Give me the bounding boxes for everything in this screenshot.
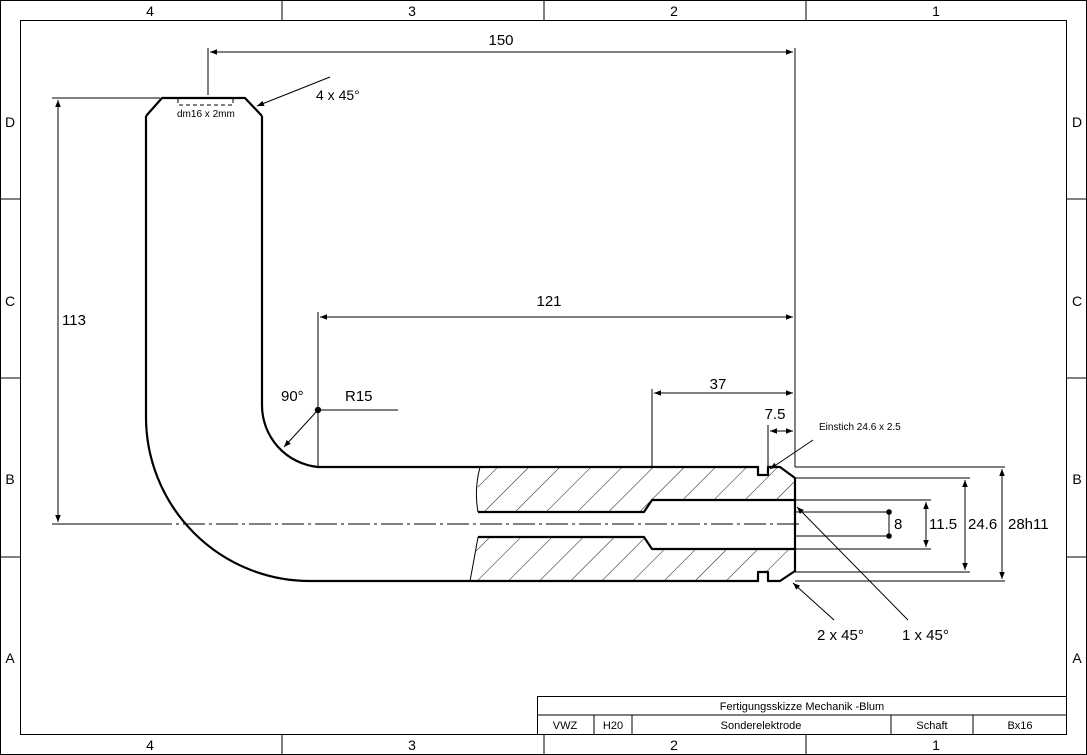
row-label-right: B — [1072, 471, 1081, 487]
dimension-37: 37 — [651, 376, 793, 467]
note-chamfer-2-label: 2 x 45° — [817, 627, 864, 644]
dimension-8: 8 — [795, 509, 902, 539]
col-label-top: 2 — [670, 3, 678, 19]
title-block-cell: H20 — [603, 720, 623, 732]
dim-121-label: 121 — [536, 293, 561, 310]
row-label-left: B — [5, 471, 14, 487]
dimension-11-5: 11.5 — [795, 499, 957, 550]
title-block-cell: VWZ — [553, 720, 578, 732]
dimension-113: 113 — [52, 97, 160, 525]
title-block-cell: Schaft — [916, 720, 947, 732]
row-label-right: C — [1072, 293, 1082, 309]
dimension-7-5: 7.5 — [765, 406, 793, 466]
row-label-left: C — [5, 293, 15, 309]
section-hatching — [470, 467, 795, 581]
col-label-top: 3 — [408, 3, 416, 19]
dim-28h11-label: 28h11 — [1008, 516, 1049, 533]
radius-annotation: R15 90° — [281, 388, 398, 448]
dim-7-5-label: 7.5 — [765, 406, 786, 423]
note-chamfer-top: 4 x 45° — [256, 76, 360, 107]
angle-label: 90° — [281, 388, 304, 405]
col-label-bottom: 1 — [932, 737, 940, 753]
grid-column-labels: 4 3 2 1 4 3 2 1 — [146, 3, 940, 753]
note-chamfer-top-label: 4 x 45° — [316, 87, 360, 103]
col-label-top: 4 — [146, 3, 154, 19]
dim-150-label: 150 — [488, 32, 513, 49]
dim-24-6-label: 24.6 — [968, 516, 997, 533]
dim-37-label: 37 — [710, 376, 727, 393]
note-groove-label: Einstich 24.6 x 2.5 — [819, 422, 901, 433]
col-label-bottom: 4 — [146, 737, 154, 753]
part-outline — [144, 96, 797, 583]
note-chamfer-1-label: 1 x 45° — [902, 627, 949, 644]
note-chamfer-2: 2 x 45° — [792, 582, 864, 644]
title-block-title: Fertigungsskizze Mechanik -Blum — [720, 701, 884, 713]
title-block-cell: Sonderelektrode — [721, 720, 802, 732]
row-label-left: D — [5, 114, 15, 130]
row-label-right: A — [1072, 650, 1082, 666]
dimension-121: 121 — [317, 293, 793, 467]
dim-113-label: 113 — [62, 312, 86, 329]
grid-row-labels: D C B A D C B A — [5, 114, 1082, 666]
dimension-150: 150 — [207, 32, 796, 467]
row-label-right: D — [1072, 114, 1082, 130]
note-chamfer-1: 1 x 45° — [796, 506, 949, 644]
col-label-top: 1 — [932, 3, 940, 19]
title-block-cell: Bx16 — [1007, 720, 1032, 732]
dim-8-label: 8 — [894, 516, 902, 533]
title-block: Fertigungsskizze Mechanik -Blum VWZ H20 … — [537, 696, 1067, 735]
dim-11-5-label: 11.5 — [929, 516, 957, 533]
col-label-bottom: 2 — [670, 737, 678, 753]
row-label-left: A — [5, 650, 15, 666]
dimension-28h11: 28h11 — [795, 466, 1049, 582]
col-label-bottom: 3 — [408, 737, 416, 753]
note-groove: Einstich 24.6 x 2.5 — [769, 422, 901, 470]
radius-label: R15 — [345, 388, 373, 405]
note-thread-label: dm16 x 2mm — [177, 109, 235, 120]
dimension-24-6: 24.6 — [795, 477, 997, 573]
